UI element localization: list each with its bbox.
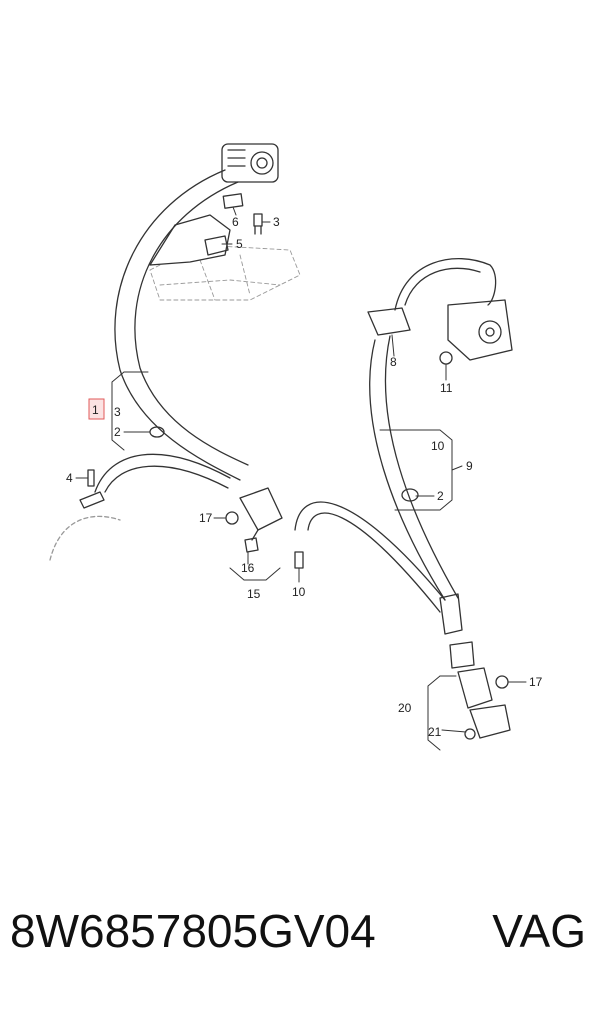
seat-belt-exploded-diagram: 1 3 2 4 5 6 3 8 11 10 9 2 17 16 15 10 17… [49, 143, 543, 751]
brand-text: VAG [492, 905, 586, 957]
callout-17-left: 17 [199, 511, 213, 525]
callout-20: 20 [398, 701, 412, 715]
lap-belt-webbing [94, 453, 231, 493]
shoulder-belt-webbing [114, 169, 249, 481]
callout-11: 11 [440, 381, 453, 395]
callout-2-right: 2 [437, 489, 444, 503]
callout-16: 16 [241, 561, 255, 575]
clip-nut-17-left [225, 511, 239, 525]
highlight-callout-1 [88, 398, 105, 420]
floor-anchor-left [79, 469, 105, 509]
warning-label-tag [222, 193, 244, 209]
callout-1: 1 [92, 403, 99, 417]
callout-10-right: 10 [431, 439, 445, 453]
callout-21: 21 [428, 725, 442, 739]
belt-retractor-top [221, 143, 279, 183]
right-belt-upper [394, 258, 497, 311]
rear-buckle-assembly [449, 641, 511, 740]
callout-3-top: 3 [273, 215, 280, 229]
retractor-bracket [149, 214, 231, 266]
callout-9: 9 [466, 459, 473, 473]
floor-outline-left [49, 515, 121, 561]
belt-guide [367, 307, 411, 336]
cover-cap-right [401, 488, 419, 502]
callout-4: 4 [66, 471, 73, 485]
callout-labels: 1 3 2 4 5 6 3 8 11 10 9 2 17 16 15 10 17… [66, 215, 543, 739]
callout-3-left: 3 [114, 405, 121, 419]
part-number-text: 8W6857805GV04 [10, 905, 376, 957]
anchor-bolt [294, 551, 304, 569]
footer-bar: 8W6857805GV04 VAG [0, 900, 600, 980]
callout-10-lower: 10 [292, 585, 306, 599]
callout-6: 6 [232, 215, 239, 229]
right-shoulder-belt [369, 335, 463, 635]
bolt-icon [253, 213, 263, 235]
clip-nut-17-right [495, 675, 509, 689]
callout-15: 15 [247, 587, 261, 601]
callout-2-left: 2 [114, 425, 121, 439]
leader-lines [75, 206, 527, 751]
callout-17-right: 17 [529, 675, 543, 689]
belt-buckle-left [239, 487, 283, 553]
right-lap-belt [294, 501, 446, 613]
callout-5: 5 [236, 237, 243, 251]
nut-icon [439, 351, 453, 365]
belt-retractor-right [447, 299, 513, 361]
callout-8: 8 [390, 355, 397, 369]
